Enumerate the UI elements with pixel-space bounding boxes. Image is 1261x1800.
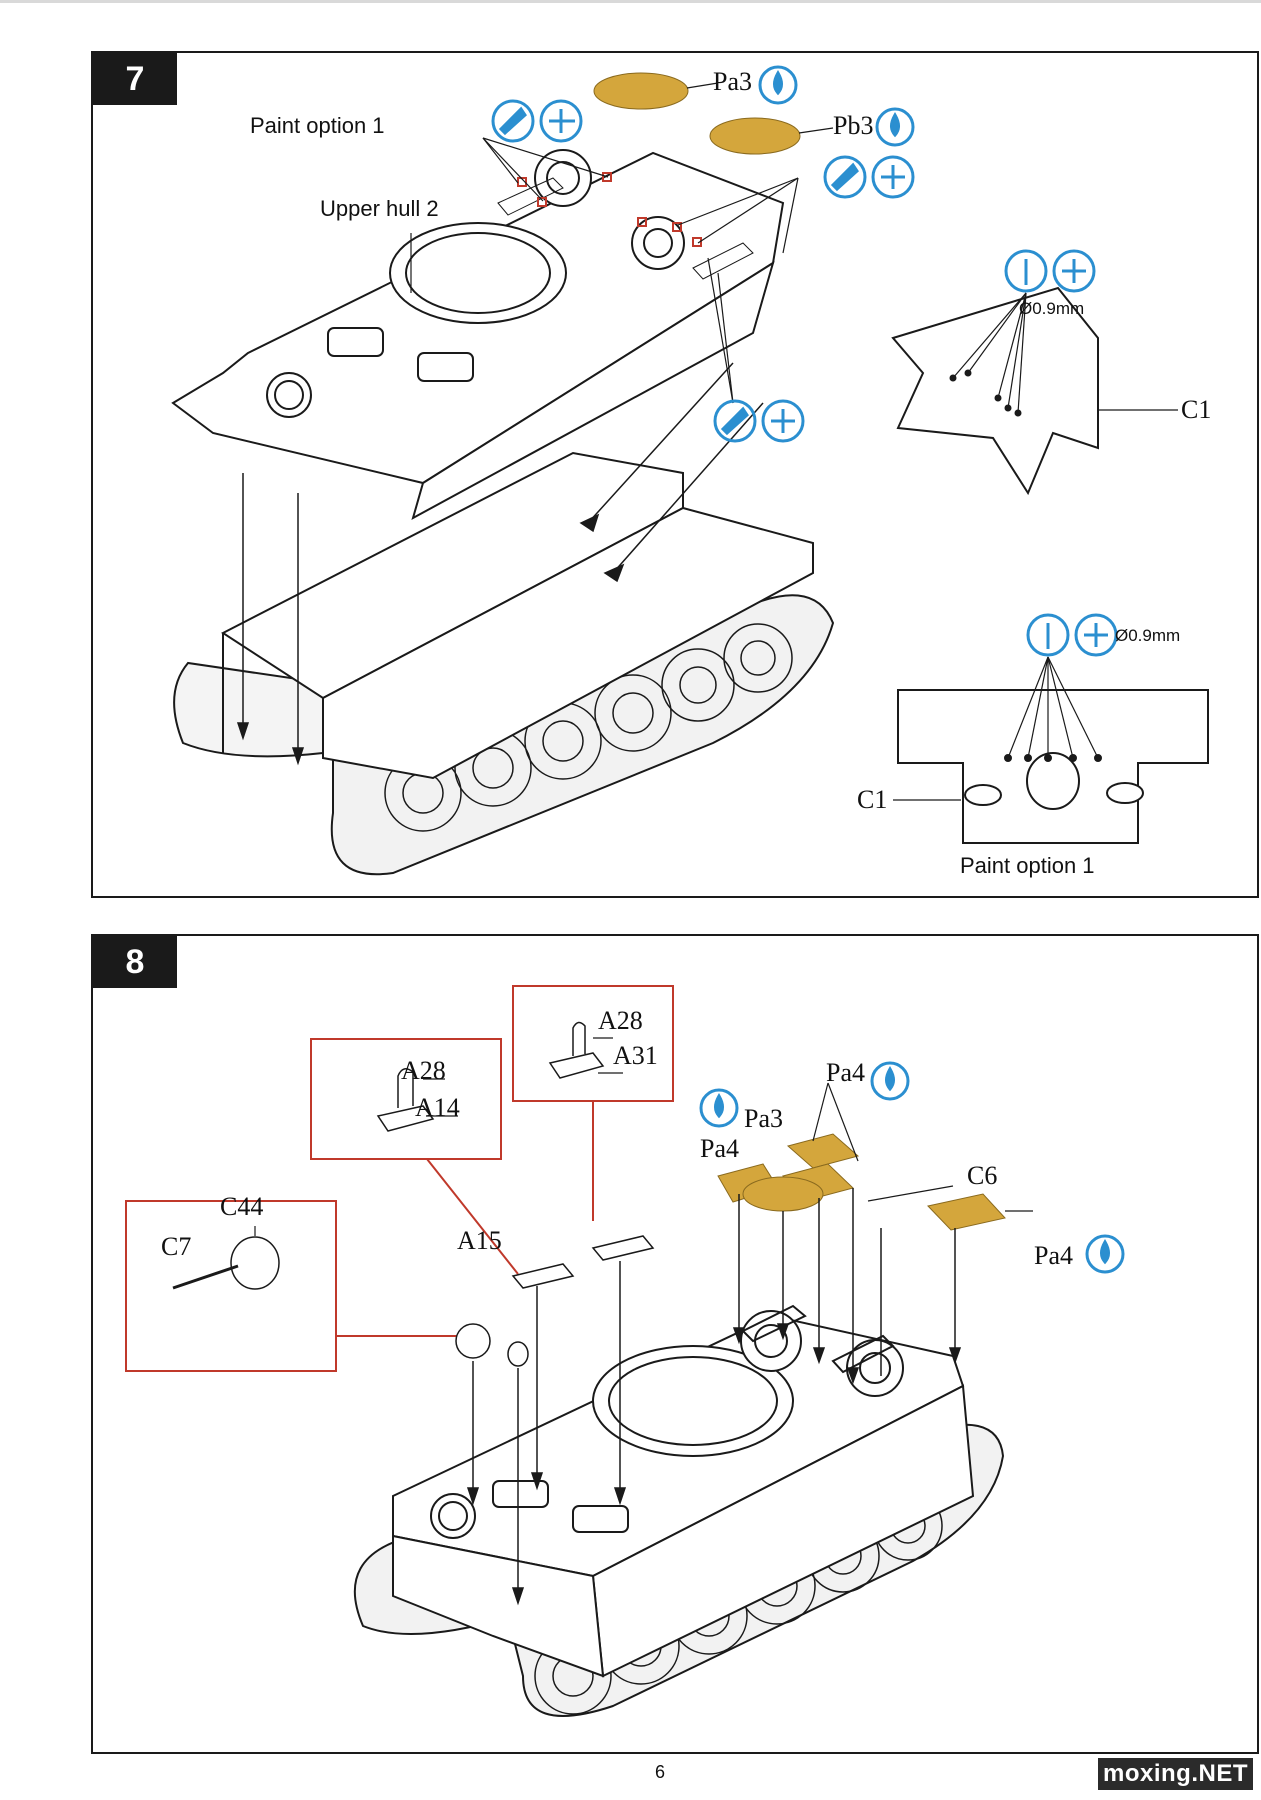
paint-drop-icon (875, 107, 915, 147)
decal-pa3-label: Pa3 (744, 1104, 783, 1133)
step-7-drawing (171, 65, 1209, 876)
part-c7-label: C7 (161, 1232, 192, 1261)
drill-icon (1026, 613, 1070, 657)
part-a28-a14 (376, 1068, 435, 1132)
part-a15-a14 (455, 1235, 655, 1367)
lower-hull (221, 451, 814, 780)
decal-pa4-label: Pa4 (700, 1134, 739, 1163)
decal-pa4 (717, 1133, 1006, 1231)
attach-both-sides-icon (1052, 249, 1096, 293)
paint-option-label: Paint option 1 (960, 853, 1095, 878)
assembly-guide-lines (236, 362, 764, 766)
attach-both-sides-icon (1074, 613, 1118, 657)
paint-drop-icon (1085, 1234, 1125, 1274)
part-a28-label: A28 (401, 1056, 446, 1085)
glue-icon (713, 399, 757, 443)
watermark-logo: moxing.NET (1098, 1758, 1253, 1790)
part-a14-label: A14 (415, 1093, 460, 1122)
step-8-panel: 8 (91, 934, 1259, 1754)
decal-pa4-label: Pa4 (826, 1058, 865, 1087)
part-c44-c7 (172, 1236, 280, 1290)
paint-drop-icon (758, 65, 798, 105)
part-c6-label: C6 (967, 1161, 998, 1190)
decal-pa3 (742, 1176, 824, 1212)
upper-hull-label: Upper hull 2 (320, 196, 439, 221)
drill-leaders (952, 292, 1178, 414)
part-a28-a31 (548, 1021, 605, 1079)
page-number: 6 (655, 1762, 666, 1782)
attach-both-sides-icon (539, 99, 583, 143)
step-number-badge: 7 (93, 53, 177, 105)
part-c1-plate-detail (897, 689, 1209, 844)
pb3-label: Pb3 (833, 111, 874, 140)
icon-leaders (482, 137, 799, 404)
decal-pb3 (709, 117, 801, 155)
glue-icon (823, 155, 867, 199)
label-leaders (254, 1037, 1033, 1236)
drill-size-label: Ø0.9mm (1019, 299, 1085, 318)
step-number-badge: 8 (93, 936, 177, 988)
upper-hull (171, 149, 785, 521)
attach-both-sides-icon (871, 155, 915, 199)
glue-icon (491, 99, 535, 143)
page-edge (0, 0, 1261, 3)
paint-drop-icon (870, 1061, 910, 1101)
assembly-guide-lines (466, 1188, 962, 1606)
drill-size-label: Ø0.9mm (1115, 626, 1181, 645)
c1-label: C1 (1181, 395, 1212, 424)
paint-option-label: Paint option 1 (250, 113, 385, 138)
callout-boxes (125, 985, 674, 1372)
step-7-panel: 7 (91, 51, 1259, 898)
decal-pa3 (593, 72, 689, 110)
upper-hull (392, 1304, 975, 1678)
step-8-drawing (125, 985, 1125, 1717)
attach-both-sides-icon (761, 399, 805, 443)
part-c44-label: C44 (220, 1192, 264, 1221)
part-a28-label: A28 (598, 1006, 643, 1035)
red-highlighted-parts (517, 172, 702, 247)
drill-leaders-bottom (410, 233, 1099, 801)
part-a31-label: A31 (613, 1041, 658, 1070)
paint-drop-icon (699, 1088, 739, 1128)
part-a15-label: A15 (457, 1226, 502, 1255)
c1-label: C1 (857, 785, 888, 814)
drill-icon (1004, 249, 1048, 293)
engine-deck-grilles (497, 177, 754, 280)
pa3-label: Pa3 (713, 67, 752, 96)
decal-pa4-label: Pa4 (1034, 1241, 1073, 1270)
